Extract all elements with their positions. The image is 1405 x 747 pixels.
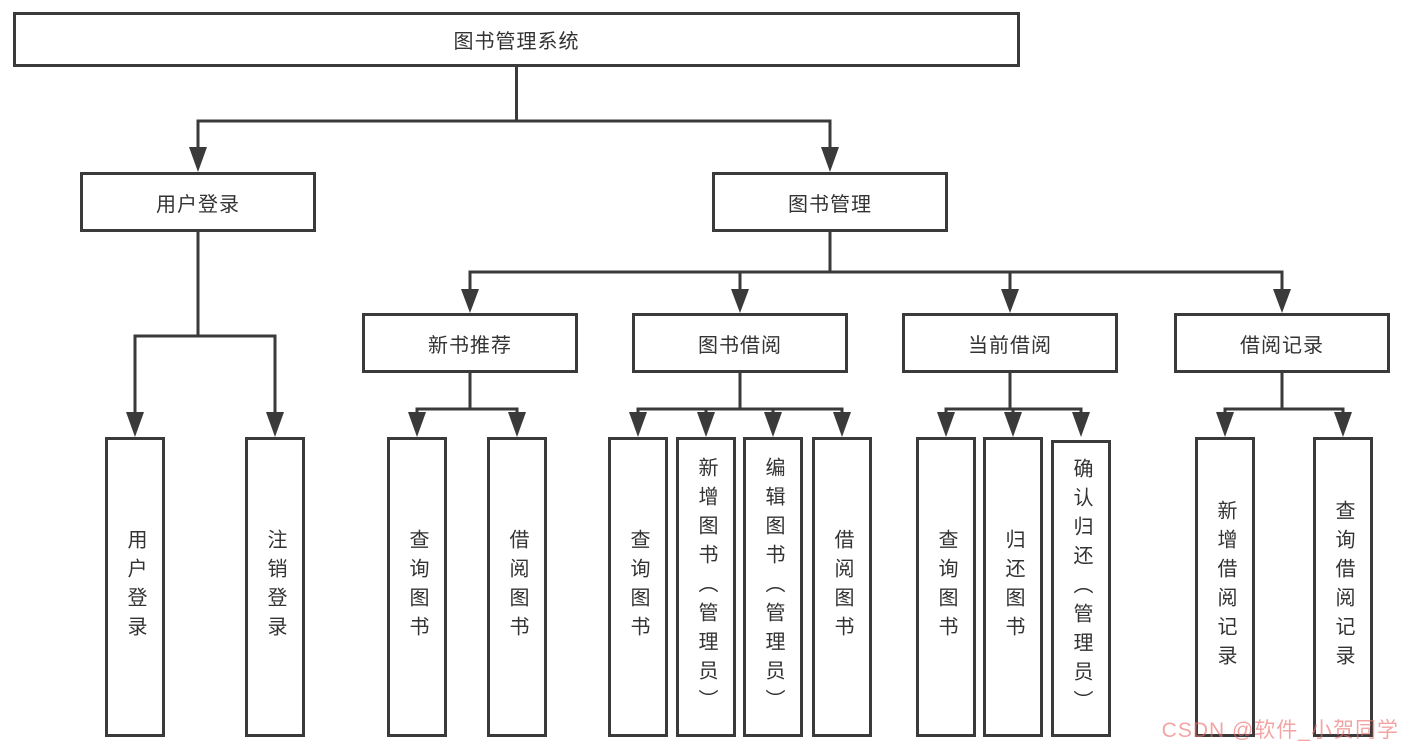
leaf-box-return-book: 归还图书 bbox=[983, 437, 1043, 737]
leaf-box-query-book-2: 查询图书 bbox=[608, 437, 668, 737]
module-label: 当前借阅 bbox=[968, 334, 1052, 357]
leaf-label: 查询借阅记录 bbox=[1332, 500, 1354, 674]
arrow-icon bbox=[697, 412, 715, 437]
module-box-new-book: 新书推荐 bbox=[362, 313, 578, 373]
arrow-icon bbox=[1004, 412, 1022, 437]
arrow-icon bbox=[1216, 412, 1234, 437]
leaf-box-query-book-1: 查询图书 bbox=[387, 437, 447, 737]
module-label: 借阅记录 bbox=[1240, 334, 1324, 357]
leaf-label: 确认归还（管理员） bbox=[1070, 458, 1092, 719]
connector-level2-branch bbox=[196, 119, 832, 150]
module-box-book-borrow: 图书借阅 bbox=[632, 313, 848, 373]
arrow-icon bbox=[461, 289, 479, 313]
leaf-label: 查询图书 bbox=[627, 529, 649, 645]
leaf-label: 编辑图书（管理员） bbox=[762, 456, 784, 718]
leaf-label: 新增借阅记录 bbox=[1214, 500, 1236, 674]
arrow-icon bbox=[629, 412, 647, 437]
branch-label: 用户登录 bbox=[156, 193, 240, 216]
arrow-icon bbox=[126, 412, 144, 437]
root-box-system: 图书管理系统 bbox=[13, 12, 1020, 67]
module-label: 新书推荐 bbox=[428, 334, 512, 357]
connector-records-branch bbox=[1223, 407, 1345, 414]
leaf-box-query-book-3: 查询图书 bbox=[916, 437, 976, 737]
leaf-label: 查询图书 bbox=[935, 529, 957, 645]
leaf-label: 查询图书 bbox=[406, 529, 428, 645]
leaf-box-logout: 注销登录 bbox=[245, 437, 305, 737]
leaf-box-add-borrow-record: 新增借阅记录 bbox=[1195, 437, 1255, 737]
leaf-label: 归还图书 bbox=[1002, 529, 1024, 645]
branch-box-user-login: 用户登录 bbox=[80, 172, 316, 232]
connector-borrow-branch bbox=[636, 407, 844, 414]
connector-user-branch bbox=[133, 334, 277, 413]
module-box-borrow-records: 借阅记录 bbox=[1174, 313, 1390, 373]
leaf-label: 借阅图书 bbox=[831, 529, 853, 645]
arrow-icon bbox=[508, 412, 526, 437]
module-box-current-borrow: 当前借阅 bbox=[902, 313, 1118, 373]
leaf-label: 新增图书（管理员） bbox=[695, 456, 717, 718]
module-label: 图书借阅 bbox=[698, 334, 782, 357]
arrow-icon bbox=[764, 412, 782, 437]
csdn-watermark: CSDN @软件_小贺同学 bbox=[1161, 719, 1399, 742]
leaf-label: 用户登录 bbox=[124, 529, 146, 645]
leaf-box-edit-book-admin: 编辑图书（管理员） bbox=[743, 437, 803, 737]
arrow-icon bbox=[833, 412, 851, 437]
arrow-icon bbox=[189, 147, 207, 172]
leaf-box-borrow-book-2: 借阅图书 bbox=[812, 437, 872, 737]
arrow-icon bbox=[1072, 412, 1090, 437]
root-label: 图书管理系统 bbox=[453, 31, 580, 53]
leaf-box-add-book-admin: 新增图书（管理员） bbox=[676, 437, 736, 737]
arrow-icon bbox=[821, 147, 839, 172]
connector-newbook-branch bbox=[415, 407, 519, 414]
leaf-box-borrow-book-1: 借阅图书 bbox=[487, 437, 547, 737]
branch-box-book-management: 图书管理 bbox=[712, 172, 948, 232]
leaf-label: 借阅图书 bbox=[506, 529, 528, 645]
arrow-icon bbox=[1001, 289, 1019, 313]
arrow-icon bbox=[408, 412, 426, 437]
leaf-box-query-borrow-record: 查询借阅记录 bbox=[1313, 437, 1373, 737]
arrow-icon bbox=[1273, 289, 1291, 313]
arrowheads bbox=[126, 147, 1352, 437]
arrow-icon bbox=[266, 412, 284, 437]
arrow-icon bbox=[937, 412, 955, 437]
connector-modules-branch bbox=[468, 270, 1284, 291]
branch-label: 图书管理 bbox=[788, 193, 872, 216]
arrow-icon bbox=[731, 289, 749, 313]
arrow-icon bbox=[1334, 412, 1352, 437]
leaf-box-user-login: 用户登录 bbox=[105, 437, 165, 737]
leaf-label: 注销登录 bbox=[264, 529, 286, 645]
leaf-box-confirm-return-admin: 确认归还（管理员） bbox=[1051, 440, 1111, 737]
